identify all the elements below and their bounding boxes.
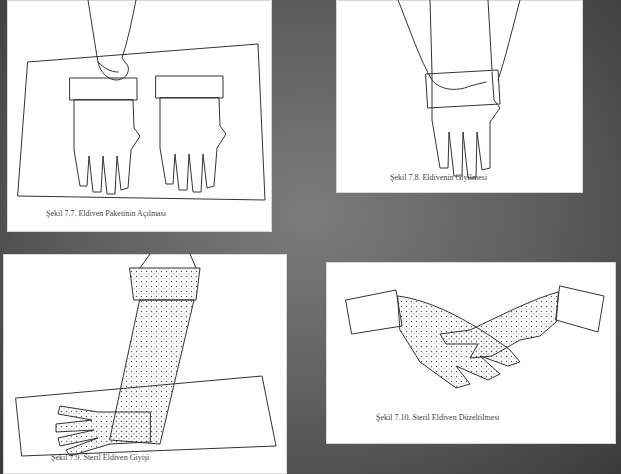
left-glove-cuff [70,78,137,100]
lifted-cuff [130,268,200,300]
left-sleeve [346,290,402,334]
glove-wrapper [18,44,265,200]
gloved-hand [432,72,500,178]
arm [140,254,196,268]
left-gloved-hand [398,296,520,388]
right-sleeve [556,286,604,332]
pulling-hand [398,0,520,89]
figure-panel: Şekil 7.10. Steril Eldiven Düzeltilmesi [326,262,616,444]
left-glove [74,100,140,194]
hand [88,0,136,80]
lying-glove [56,406,150,456]
arm [430,0,492,72]
lifted-glove [110,300,194,444]
hand-thumb [98,62,118,72]
figure-panel: Şekil 7.8. Eldivenin Giyilmesi [336,0,583,193]
figure-caption: Şekil 7.9. Steril Eldiven Giyişi [51,453,149,463]
sterile-field [16,376,276,456]
figure-caption: Şekil 7.7. Eldiven Paketinin Açılması [46,209,166,219]
right-gloved-hand [440,292,558,358]
right-glove-cuff [156,76,223,98]
figure-panel: Şekil 7.7. Eldiven Paketinin Açılması [7,0,272,232]
right-glove [160,98,226,192]
glove-cuff [426,70,500,108]
figure-caption: Şekil 7.8. Eldivenin Giyilmesi [390,173,487,183]
figure-caption: Şekil 7.10. Steril Eldiven Düzeltilmesi [376,413,500,423]
figure-panel: Şekil 7.9. Steril Eldiven Giyişi [3,254,287,474]
